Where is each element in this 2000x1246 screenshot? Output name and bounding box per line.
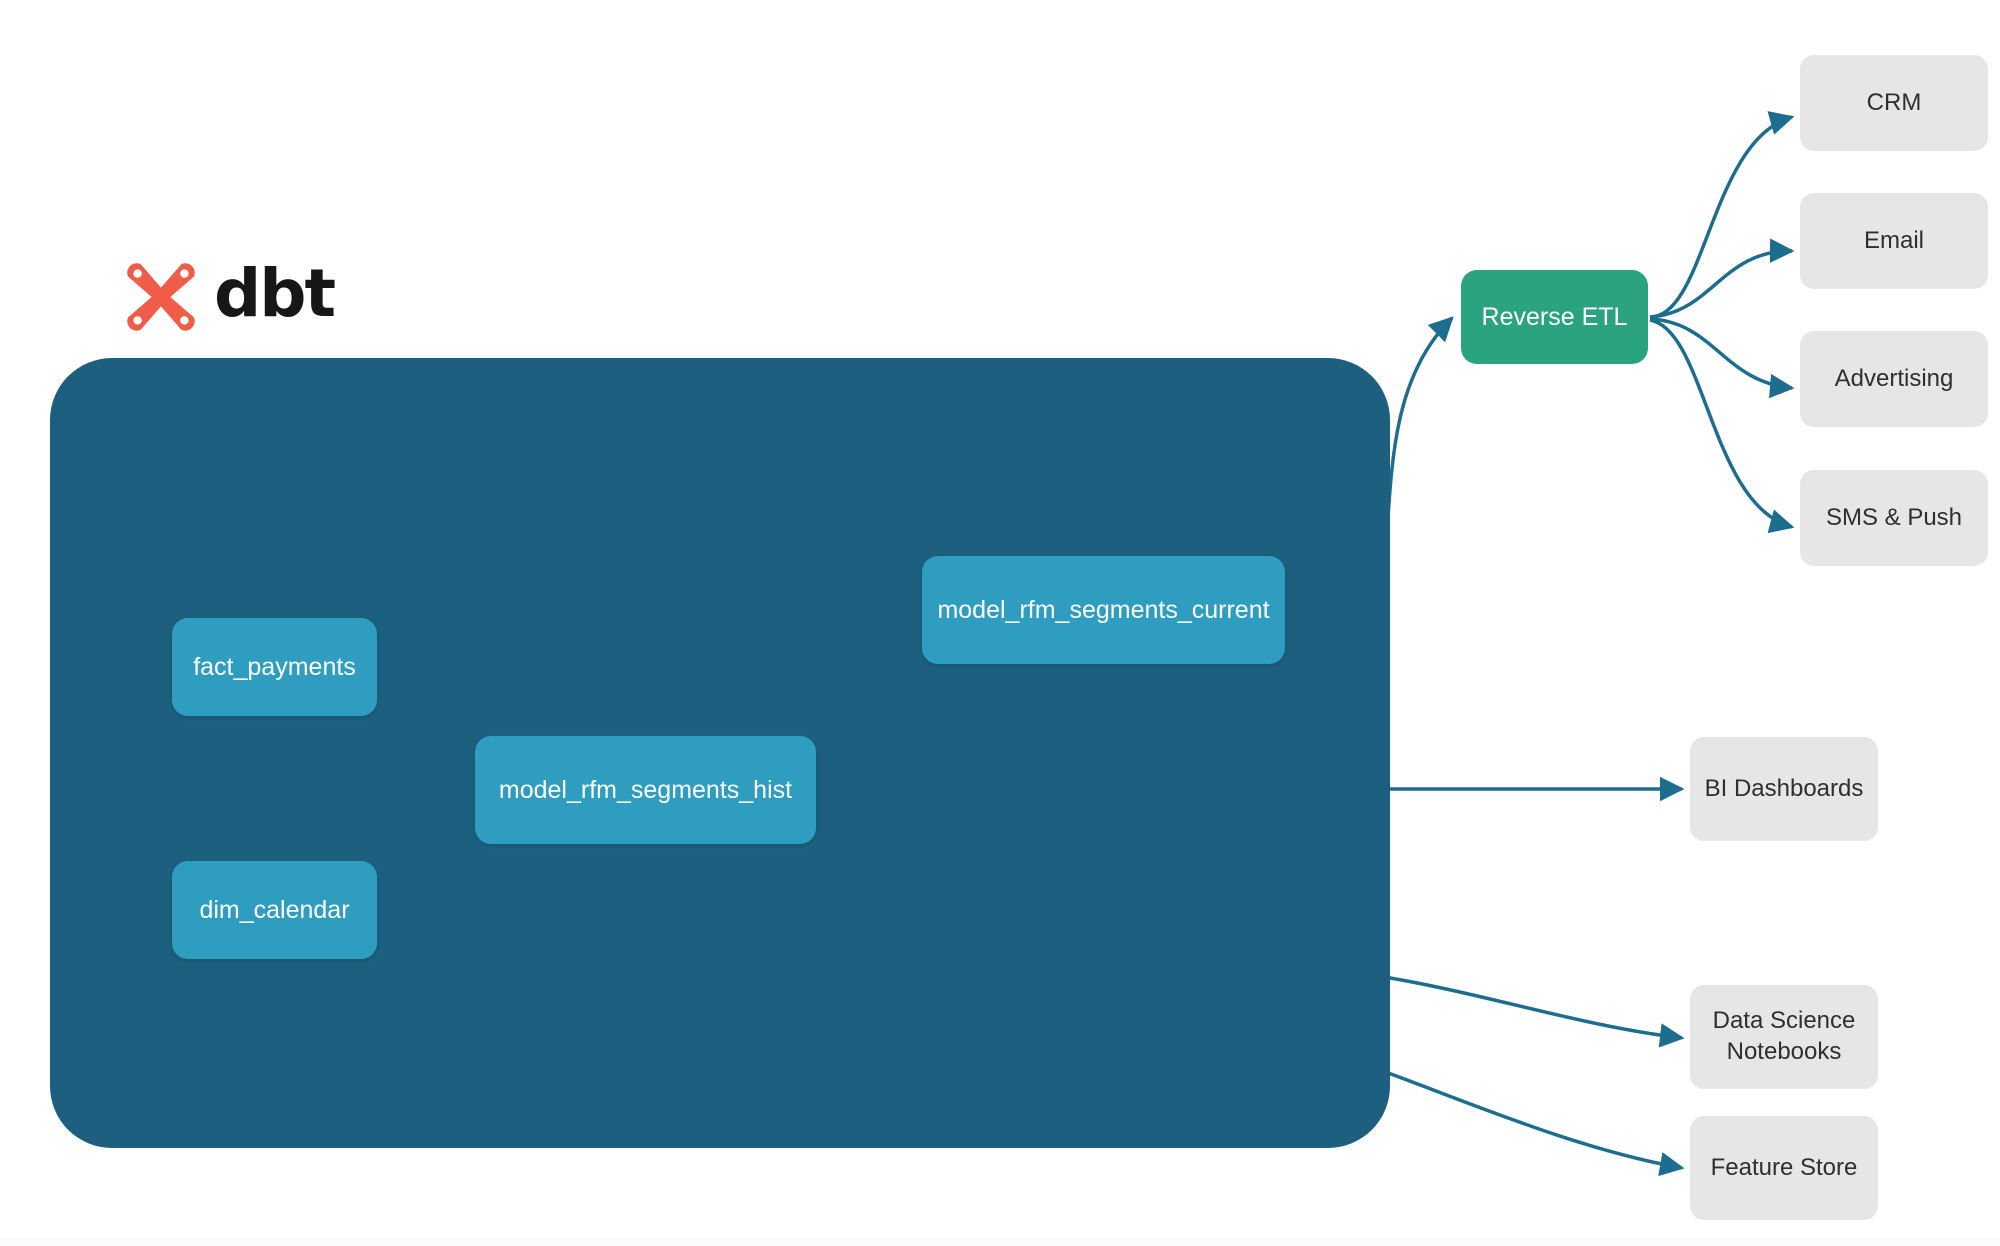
node-bi-dashboards-label: BI Dashboards — [1704, 774, 1864, 802]
dbt-x-logo-icon — [127, 263, 195, 331]
node-reverse-etl-label: Reverse ETL — [1481, 302, 1628, 331]
node-advertising[interactable]: Advertising — [1800, 331, 1988, 427]
node-sms-push[interactable]: SMS & Push — [1800, 470, 1988, 566]
node-bi-dashboards[interactable]: BI Dashboards — [1690, 737, 1878, 841]
edge-reverse-etl-to-sms-push — [1649, 318, 1795, 534]
node-sms-push-label: SMS & Push — [1825, 503, 1963, 531]
node-model-rfm-segments-hist-label: model_rfm_segments_hist — [498, 775, 793, 804]
node-reverse-etl[interactable]: Reverse ETL — [1461, 270, 1648, 364]
node-fact-payments-label: fact_payments — [193, 652, 356, 681]
node-dim-calendar-label: dim_calendar — [199, 895, 350, 924]
edge-reverse-etl-to-advertising — [1649, 317, 1795, 399]
node-data-science-notebooks[interactable]: Data Science Notebooks — [1690, 985, 1878, 1089]
node-dim-calendar[interactable]: dim_calendar — [172, 861, 377, 959]
node-model-rfm-segments-hist[interactable]: model_rfm_segments_hist — [475, 736, 816, 844]
node-feature-store-label: Feature Store — [1710, 1153, 1858, 1181]
node-email[interactable]: Email — [1800, 193, 1988, 289]
edge-reverse-etl-to-crm — [1649, 111, 1795, 319]
node-model-rfm-segments-current-label: model_rfm_segments_current — [937, 595, 1270, 624]
node-crm-label: CRM — [1866, 88, 1922, 116]
node-email-label: Email — [1863, 226, 1924, 254]
node-fact-payments[interactable]: fact_payments — [172, 618, 377, 716]
node-advertising-label: Advertising — [1834, 364, 1954, 392]
node-feature-store[interactable]: Feature Store — [1690, 1116, 1878, 1220]
node-data-science-notebooks-line1: Data Science — [1712, 1007, 1856, 1035]
node-data-science-notebooks-label: Data Science Notebooks — [1713, 1006, 1856, 1067]
bottom-strip — [0, 1238, 2000, 1246]
edge-rfm-hist-to-feature-store — [1357, 1060, 1685, 1177]
node-crm[interactable]: CRM — [1800, 55, 1988, 151]
node-model-rfm-segments-current[interactable]: model_rfm_segments_current — [922, 556, 1285, 664]
edge-reverse-etl-to-email — [1649, 238, 1795, 319]
edge-rfm-hist-to-ds-notebooks — [1377, 974, 1685, 1048]
dbt-logo: dbt — [122, 255, 336, 336]
node-data-science-notebooks-line2: Notebooks — [1726, 1038, 1842, 1065]
dbt-wordmark: dbt — [214, 255, 336, 332]
